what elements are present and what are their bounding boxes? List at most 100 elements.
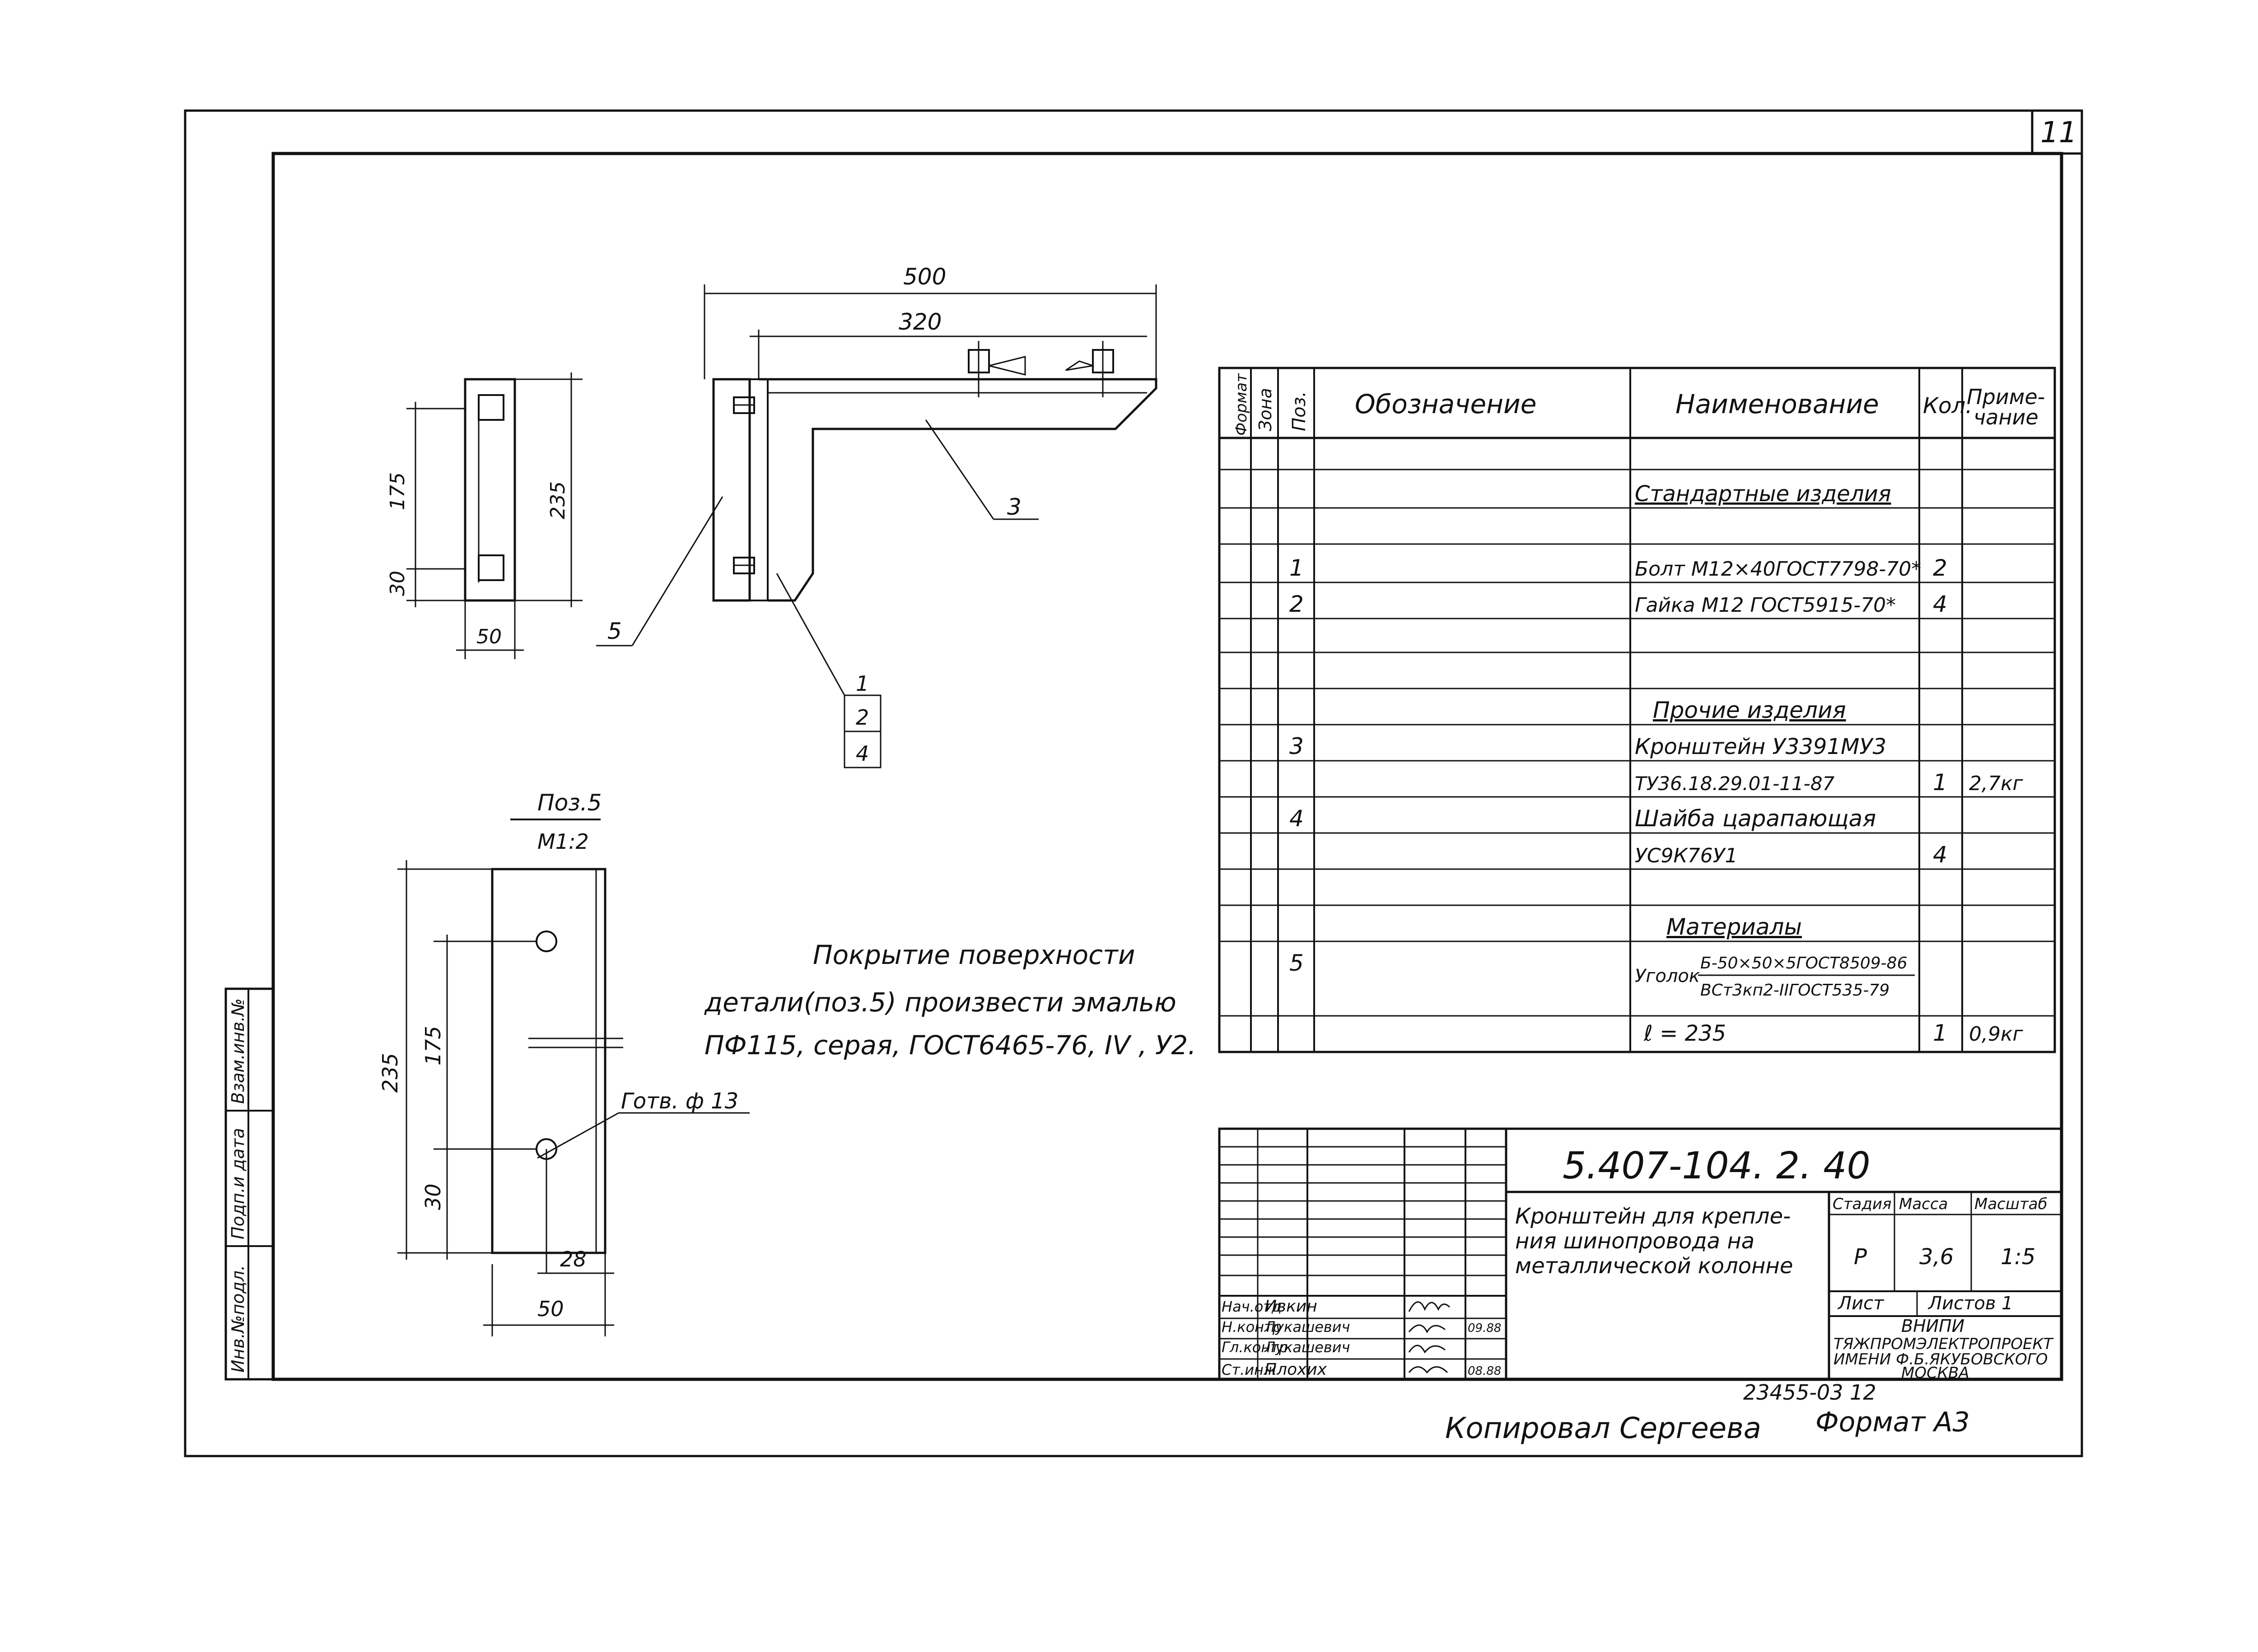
side-stamp: Инв.№подл. Подп.и дата Взам.инв.№ xyxy=(224,987,275,1381)
stage-value: Р xyxy=(1854,1244,1867,1270)
signature-scribble-4 xyxy=(1408,1366,1448,1374)
dim-detail-width: 50 xyxy=(537,1297,564,1321)
detail-poz5: Поз.5 М1:2 235 175 30 28 50 Готв. ф 13 xyxy=(378,790,750,1336)
coating-note-line-1: Покрытие поверхности xyxy=(813,940,1135,970)
signature-scribble-1 xyxy=(1408,1301,1451,1312)
row6-note: 0,9кг xyxy=(1969,1023,2024,1046)
row1-pos: 1 xyxy=(1289,555,1304,581)
coating-note: Покрытие поверхности детали(поз.5) произ… xyxy=(704,940,1196,1061)
row5-bottom: ВСт3кп2-IIГОСТ535-79 xyxy=(1700,981,1889,1000)
outer-border xyxy=(184,109,2083,1457)
sheet-number-box xyxy=(2031,109,2083,155)
detail-title: Поз.5 xyxy=(537,790,602,816)
dim-side-width: 50 xyxy=(476,625,502,648)
spec-table: Формат Зона Поз. Обозначение Наименовани… xyxy=(1218,367,2056,1053)
sig-role-2: Н.контр xyxy=(1222,1318,1282,1336)
row4-pos: 4 xyxy=(1289,805,1304,832)
coating-note-line-3: ПФ115, серая, ГОСТ6465-76, IV , У2. xyxy=(704,1030,1196,1061)
hole-label: Готв. ф 13 xyxy=(621,1089,738,1114)
detail-scale: М1:2 xyxy=(537,829,589,854)
inner-frame xyxy=(271,152,2063,1381)
dim-detail-spacing: 175 xyxy=(421,1026,445,1066)
sheets-label: Листов 1 xyxy=(1927,1293,2013,1314)
side-stamp-cell-1: Инв.№подл. xyxy=(228,1265,248,1373)
row3b-qty: 1 xyxy=(1933,769,1947,796)
dim-detail-offset: 28 xyxy=(560,1247,587,1271)
callout-angle: 5 xyxy=(607,618,622,644)
dim-top-overall: 500 xyxy=(903,264,946,290)
callout-stack-2: 2 xyxy=(856,705,869,730)
row6-name: ℓ = 235 xyxy=(1643,1021,1726,1046)
title-line-1: Кронштейн для крепле- xyxy=(1515,1204,1791,1229)
org-line-3: ИМЕНИ Ф.Б.ЯКУБОВСКОГО xyxy=(1833,1350,2048,1368)
side-stamp-cell-3: Взам.инв.№ xyxy=(228,998,248,1104)
bracket-view: 500 320 3 5 1 2 4 xyxy=(596,264,1157,768)
row2-pos: 2 xyxy=(1289,591,1304,617)
sig-role-3: Гл.контр xyxy=(1222,1339,1288,1356)
row3b-name: ТУ36.18.29.01-11-87 xyxy=(1635,772,1835,795)
hdr-zone: Зона xyxy=(1255,388,1275,431)
sig-role-4: Ст.инж xyxy=(1222,1361,1277,1378)
bolt-top-left xyxy=(733,396,755,414)
row5-prefix: Уголок xyxy=(1635,966,1700,987)
row4b-qty: 4 xyxy=(1933,842,1947,868)
mass-label: Масса xyxy=(1899,1195,1948,1213)
sig-name-2: Лукашевич xyxy=(1264,1318,1350,1336)
hdr-note-2: чание xyxy=(1973,405,2039,429)
row4b-name: УС9К76У1 xyxy=(1635,844,1738,867)
dim-top-inner: 320 xyxy=(899,309,942,335)
hdr-note: Приме- xyxy=(1967,385,2045,409)
scale-label: Масштаб xyxy=(1974,1195,2048,1213)
hdr-name: Наименование xyxy=(1675,389,1879,419)
row3b-note: 2,7кг xyxy=(1969,772,2024,795)
dim-detail-edge: 30 xyxy=(421,1183,445,1210)
scale-value: 1:5 xyxy=(2001,1244,2035,1270)
stage-label: Стадия xyxy=(1833,1195,1891,1213)
signature-scribble-2 xyxy=(1408,1324,1446,1334)
row4-name: Шайба царапающая xyxy=(1635,805,1876,832)
row-mat-title: Материалы xyxy=(1666,914,1802,940)
mass-value: 3,6 xyxy=(1919,1244,1954,1270)
format-label: Формат А3 xyxy=(1815,1406,1970,1438)
row5-top: Б-50×50×5ГОСТ8509-86 xyxy=(1700,954,1907,973)
bolt-bottom-left xyxy=(733,557,755,574)
callout-stack-1: 1 xyxy=(856,671,869,696)
row-other-title: Прочие изделия xyxy=(1653,697,1846,723)
row1-qty: 2 xyxy=(1933,555,1947,581)
hdr-format: Формат xyxy=(1232,373,1250,436)
signature-scribble-3 xyxy=(1408,1345,1446,1354)
row1-name: Болт М12×40ГОСТ7798-70* xyxy=(1635,558,1921,581)
side-view: 175 30 235 50 xyxy=(386,372,583,659)
dim-side-edge: 30 xyxy=(386,571,409,596)
org-line-2: ТЯЖПРОМЭЛЕКТРОПРОЕКТ xyxy=(1833,1335,2054,1353)
row6-qty: 1 xyxy=(1933,1020,1947,1046)
sig-name-1: Ивкин xyxy=(1264,1297,1317,1316)
side-stamp-cell-2: Подп.и дата xyxy=(228,1128,248,1239)
callout-stack: 1 2 4 xyxy=(844,671,882,768)
bolt-top-mid xyxy=(968,341,1026,397)
row2-name: Гайка М12 ГОСТ5915-70* xyxy=(1635,594,1896,617)
row3-name: Кронштейн У3391МУ3 xyxy=(1635,734,1886,759)
sheet-number: 11 xyxy=(2040,116,2077,149)
row-std-title: Стандартные изделия xyxy=(1635,481,1891,507)
hdr-qty: Кол. xyxy=(1923,393,1972,419)
hole-top xyxy=(536,931,557,952)
hdr-pos: Поз. xyxy=(1289,391,1310,431)
dim-detail-height: 235 xyxy=(378,1053,402,1093)
sig-name-3: Лукашевич xyxy=(1264,1339,1350,1356)
dim-side-height: 235 xyxy=(546,481,569,519)
bolt-top-right xyxy=(1065,341,1114,397)
document-code: 5.407-104. 2. 40 xyxy=(1563,1145,1871,1187)
copied-by: Копировал Сергеева xyxy=(1445,1412,1761,1445)
row5-pos: 5 xyxy=(1289,950,1304,976)
org-line-1: ВНИПИ xyxy=(1901,1316,1964,1336)
callout-bracket: 3 xyxy=(1007,494,1022,520)
sig-role-1: Нач.отд xyxy=(1222,1298,1282,1315)
sig-date-4: 08.88 xyxy=(1468,1364,1501,1378)
dim-side-spacing: 175 xyxy=(386,472,409,510)
sig-date-2: 09.88 xyxy=(1468,1322,1501,1335)
title-line-2: ния шинопровода на xyxy=(1515,1229,1754,1254)
title-block: 5.407-104. 2. 40 Кронштейн для крепле- н… xyxy=(1218,1127,2063,1382)
sig-name-4: Плохих xyxy=(1264,1360,1327,1379)
